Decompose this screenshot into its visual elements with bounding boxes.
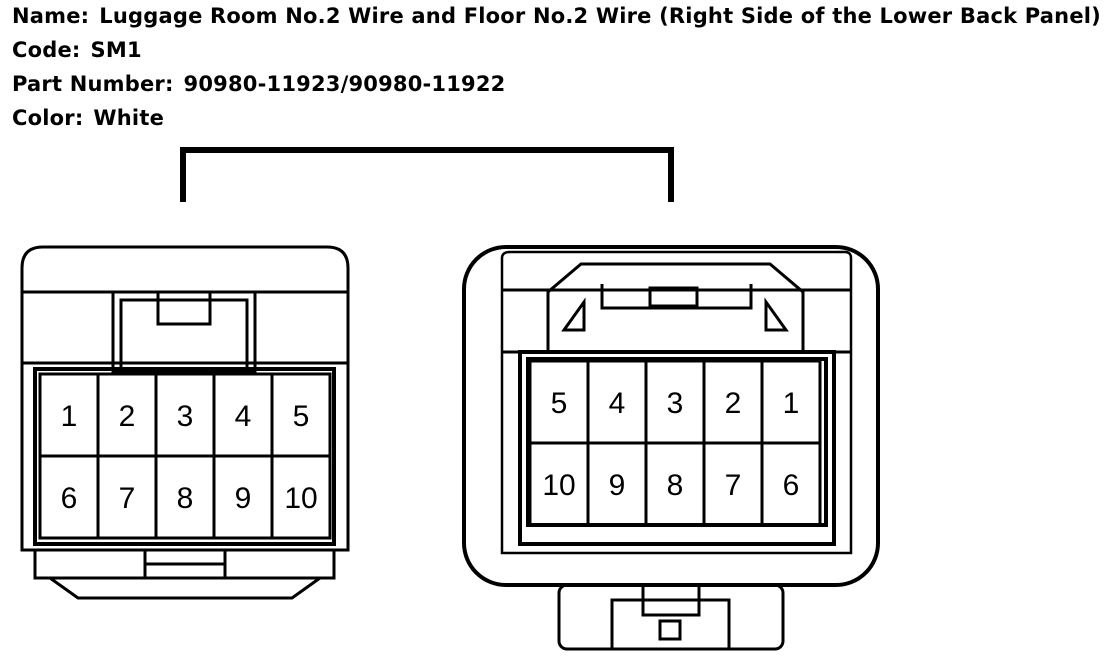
right-pin-number: 7 (725, 469, 742, 502)
color-value: White (93, 106, 165, 130)
code-value: SM1 (90, 38, 142, 62)
part-number-value: 90980-11923/90980-11922 (183, 72, 506, 96)
right-pin-number: 1 (783, 387, 800, 420)
left-pin-number: 3 (177, 400, 194, 433)
part-number-line: Part Number: 90980-11923/90980-11922 (12, 72, 506, 96)
connector-color-line: Color: White (12, 106, 164, 130)
right-pin-number: 5 (551, 387, 568, 420)
left-connector (20, 245, 350, 600)
name-value: Luggage Room No.2 Wire and Floor No.2 Wi… (99, 4, 1101, 28)
right-pin-number: 10 (542, 469, 575, 502)
right-connector (462, 245, 880, 651)
left-pin-number: 8 (177, 482, 194, 515)
right-pin-number: 3 (667, 387, 684, 420)
left-pin-number: 2 (119, 400, 136, 433)
code-label: Code: (12, 38, 81, 62)
connector-name-line: Name: Luggage Room No.2 Wire and Floor No… (12, 4, 1101, 28)
right-pin-number: 4 (609, 387, 626, 420)
left-pin-number: 5 (293, 400, 310, 433)
part-number-label: Part Number: (12, 72, 174, 96)
left-pin-number: 7 (119, 482, 136, 515)
right-pin-number: 9 (609, 469, 626, 502)
left-pin-number: 1 (61, 400, 78, 433)
mating-bracket (180, 147, 674, 202)
color-label: Color: (12, 106, 84, 130)
right-pin-number: 8 (667, 469, 684, 502)
left-pin-number: 10 (284, 482, 317, 515)
left-pin-number: 6 (61, 482, 78, 515)
right-pin-number: 6 (783, 469, 800, 502)
left-pin-cell-10 (270, 454, 332, 540)
right-pin-number: 2 (725, 387, 742, 420)
connector-code-line: Code: SM1 (12, 38, 142, 62)
left-pin-number: 4 (235, 400, 252, 433)
name-label: Name: (12, 4, 90, 28)
right-pin-cell-6 (760, 441, 822, 527)
left-pin-number: 9 (235, 482, 252, 515)
